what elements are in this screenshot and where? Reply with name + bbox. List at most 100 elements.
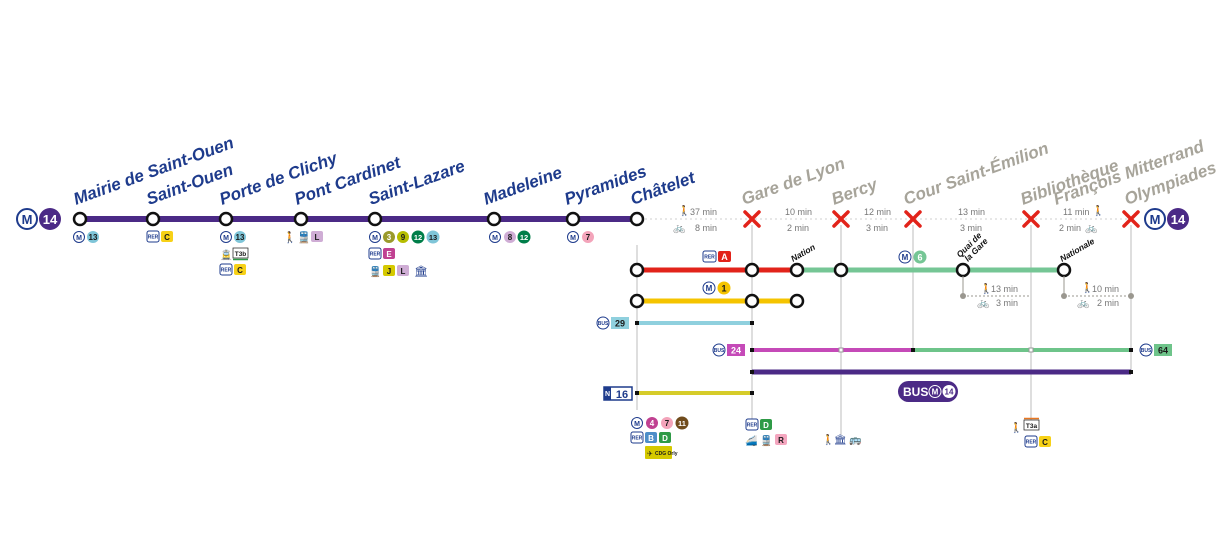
bike-time: 8 min — [695, 223, 717, 233]
station-marker — [744, 293, 760, 309]
coach-icon: 🚌 — [849, 435, 862, 446]
station-name-madeleine: Madeleine — [481, 163, 565, 209]
pedestrian-icon: 🚶 — [283, 231, 297, 244]
rer-e-label: E — [386, 250, 392, 259]
bus-m14-label: BUS — [903, 385, 928, 399]
metro-logo-icon — [1144, 208, 1166, 230]
svg-text:M: M — [76, 235, 82, 242]
rer-a-badge: RER A — [702, 250, 731, 263]
bike-icon: 🚲 — [977, 298, 989, 309]
rer-a-label: A — [721, 252, 728, 262]
bike-time: 2 min — [787, 223, 809, 233]
rer-b-label: B — [648, 434, 654, 443]
bike-time: 2 min — [1059, 223, 1081, 233]
stop-marker — [911, 348, 915, 352]
metro-3-label: 3 — [387, 233, 392, 242]
rer-logo-icon — [146, 230, 160, 243]
rer-logo-icon — [702, 250, 717, 263]
tram-t3a-label: T3a — [1026, 423, 1038, 430]
travel-time-2: 10 min 2 min — [785, 207, 812, 233]
svg-text:BUS: BUS — [598, 321, 609, 327]
svg-text:RER: RER — [632, 436, 643, 442]
bus-stop-markers — [635, 321, 1133, 395]
station-marker-saint-lazare — [367, 211, 383, 227]
stop-marker — [635, 321, 639, 325]
closed-cross-icon — [832, 210, 850, 228]
metro-logo-icon — [73, 231, 85, 243]
svg-text:BUS: BUS — [714, 348, 725, 354]
tgv-icon: 🚄 — [745, 434, 757, 447]
train-icon: 🚆 — [760, 434, 772, 447]
bus-logo-icon — [1139, 343, 1153, 357]
bus-24-label: 24 — [731, 346, 741, 356]
metro-13-label: 13 — [429, 233, 437, 242]
closed-cross-icon — [1122, 210, 1140, 228]
metro-7-label: 7 — [665, 419, 670, 428]
metro-logo-icon — [489, 231, 501, 243]
bike-icon: 🚲 — [1077, 298, 1089, 309]
rer-logo-icon — [630, 431, 644, 444]
station-marker-saint-ouen — [145, 211, 161, 227]
metro-letter: M — [22, 212, 33, 227]
svg-text:RER: RER — [370, 252, 381, 258]
rer-logo-icon — [219, 263, 233, 276]
pedestrian-icon: 🚶 — [822, 433, 834, 446]
bike-time: 2 min — [1097, 298, 1119, 308]
station-marker — [629, 293, 645, 309]
bus-logo-icon — [596, 316, 610, 330]
walk-time: 37 min — [690, 207, 717, 217]
train-icon: 🚆 — [297, 231, 311, 244]
travel-time-1: 🚶 37 min 🚲 8 min — [673, 204, 717, 234]
corr-porte-clichy: M 13 🚊 T3b RER C — [219, 231, 249, 276]
stop-marker — [635, 391, 639, 395]
svg-text:M: M — [902, 253, 909, 262]
branch-time-1: 🚶 13 min 🚲 3 min — [977, 282, 1018, 309]
metro-logo-icon — [16, 208, 38, 230]
walk-icon: 🚶 — [1092, 204, 1104, 217]
stop-marker — [1129, 370, 1133, 374]
rer-c-label: C — [1042, 438, 1048, 447]
train-j-label: J — [387, 267, 391, 276]
metro-4-label: 4 — [650, 419, 655, 428]
corr-saint-lazare: M 3 9 12 13 RER E 🚆 J L 🏛 — [368, 230, 440, 278]
metro-11-label: 11 — [678, 419, 686, 428]
corr-bfm: 🚶 T3a RER C — [1010, 417, 1051, 448]
rer-logo-icon — [1024, 435, 1038, 448]
line-14-number: 14 — [1171, 212, 1186, 227]
closed-cross-icon — [904, 210, 922, 228]
walk-icon: 🚶 — [678, 204, 690, 217]
station-marker — [629, 262, 645, 278]
svg-text:M: M — [932, 388, 939, 397]
svg-text:BUS: BUS — [1141, 348, 1152, 354]
stop-marker — [750, 391, 754, 395]
line-14-end-logo: M 14 — [1144, 208, 1189, 230]
replacement-station-markers — [629, 262, 1072, 309]
walk-time: 10 min — [785, 207, 812, 217]
line-14-start-logo: M 14 — [16, 208, 61, 230]
rer-c-label: C — [237, 266, 243, 275]
connector-dot — [1128, 293, 1134, 299]
station-marker-madeleine — [486, 211, 502, 227]
svg-text:M: M — [706, 284, 713, 293]
svg-text:RER: RER — [1026, 440, 1037, 446]
stop-marker — [1028, 347, 1034, 353]
bike-time: 3 min — [996, 298, 1018, 308]
svg-text:M: M — [372, 235, 378, 242]
branch-walk-connectors — [962, 276, 1131, 297]
airport-icon: ✈ — [647, 450, 653, 458]
rer-d-label: D — [662, 434, 668, 443]
svg-text:M: M — [492, 235, 498, 242]
station-marker-chatelet — [629, 211, 645, 227]
walk-icon: 🚶 — [1081, 281, 1093, 294]
metro-13-label: 13 — [236, 233, 245, 242]
metro-logo-icon — [567, 231, 579, 243]
bus-64-badge: BUS 64 — [1139, 343, 1172, 357]
svg-text:RER: RER — [747, 423, 758, 429]
noctilien-16-badge: N 16 — [603, 386, 633, 401]
station-building-icon: 🏛 — [414, 265, 428, 278]
rer-d-label: D — [763, 421, 769, 430]
line-14-number: 14 — [43, 212, 58, 227]
bus-24-badge: BUS 24 — [712, 343, 745, 357]
metro-6-badge: M 6 — [898, 250, 927, 264]
station-name-nationale: Nationale — [1058, 236, 1096, 264]
